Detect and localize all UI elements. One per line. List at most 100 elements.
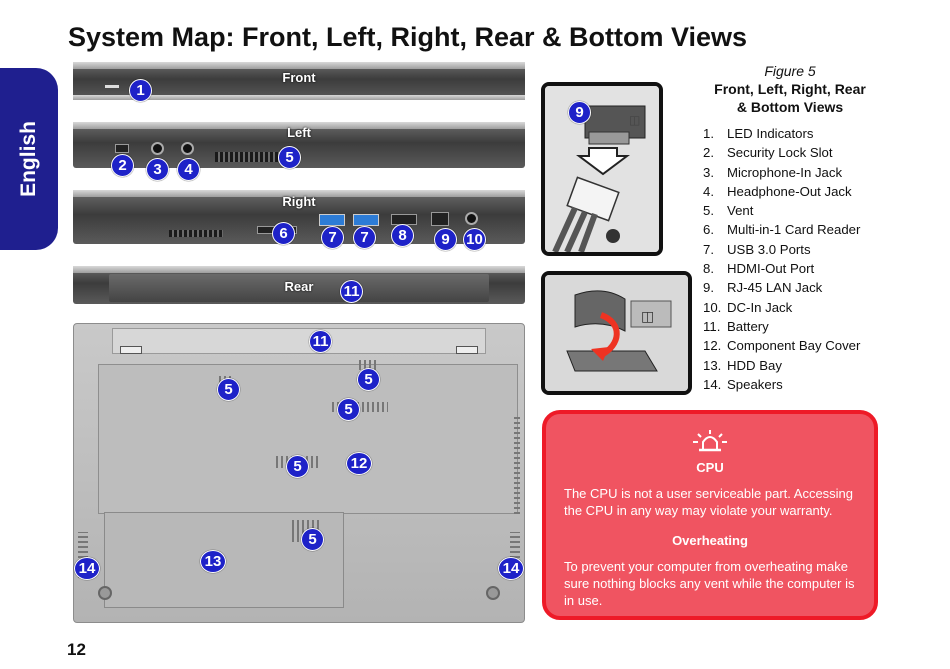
- legend-item: 14. Speakers: [703, 375, 860, 394]
- dc-in-jack: [465, 212, 478, 225]
- legend-number: 12.: [703, 338, 722, 354]
- left-vent: [215, 152, 289, 162]
- rear-view-edge: [73, 266, 525, 273]
- callout-9: 9: [568, 101, 591, 124]
- front-view-edge: [73, 95, 525, 100]
- lan-jack-inset: ◫: [541, 82, 663, 256]
- lan-jack-illustration: ◫: [545, 86, 659, 252]
- bottom-vent: [332, 402, 388, 412]
- legend-item: 2.Security Lock Slot: [703, 143, 860, 162]
- callout-11: 11: [340, 280, 363, 303]
- rubber-foot: [98, 586, 112, 600]
- lan-cover-inset: ◫: [541, 271, 692, 395]
- figure-name-line2: & Bottom Views: [736, 99, 844, 115]
- svg-text:◫: ◫: [641, 309, 654, 325]
- warning-box: CPU The CPU is not a user serviceable pa…: [542, 410, 878, 620]
- legend-number: 6.: [703, 222, 714, 238]
- legend-label: Multi-in-1 Card Reader: [727, 222, 861, 238]
- language-tab: English: [0, 68, 58, 250]
- legend-label: Security Lock Slot: [727, 145, 833, 161]
- legend-number: 1.: [703, 126, 714, 141]
- legend-number: 4.: [703, 183, 714, 199]
- battery-bay: [112, 328, 486, 354]
- warning-heading-overheating: Overheating: [672, 533, 748, 548]
- legend-item: 9. RJ-45 LAN Jack: [703, 278, 860, 297]
- warning-text-cpu: The CPU is not a user serviceable part. …: [564, 486, 854, 518]
- figure-name-line1: Front, Left, Right, Rear: [714, 81, 866, 97]
- page-title: System Map: Front, Left, Right, Rear & B…: [68, 22, 748, 52]
- callout-5: 5: [357, 368, 380, 391]
- callout-7: 7: [353, 226, 376, 249]
- front-view-label: Front: [282, 70, 316, 85]
- microphone-in-jack: [151, 142, 164, 155]
- right-view-label: Right: [282, 194, 316, 209]
- speaker-grill: [510, 532, 520, 578]
- legend-label: HDD Bay: [727, 357, 782, 373]
- right-vent: [169, 230, 223, 237]
- callout-10: 10: [463, 228, 486, 251]
- battery-latch: [456, 346, 478, 354]
- callout-5: 5: [217, 378, 240, 401]
- legend-item: 10.DC-In Jack: [703, 298, 860, 317]
- warning-text-overheating: To prevent your computer from overheatin…: [564, 559, 855, 608]
- legend-label: DC-In Jack: [727, 299, 793, 315]
- callout-5: 5: [286, 455, 309, 478]
- language-tab-label: English: [17, 121, 40, 197]
- callout-1: 1: [129, 79, 152, 102]
- figure-caption: Figure 5 Front, Left, Right, Rear & Bott…: [700, 62, 880, 116]
- legend-item: 11. Battery: [703, 317, 860, 336]
- rubber-foot: [486, 586, 500, 600]
- callout-5: 5: [278, 146, 301, 169]
- legend-number: 8.: [703, 261, 714, 277]
- alarm-warning-icon: [693, 430, 727, 452]
- legend-number: 9.: [703, 280, 714, 296]
- legend-number: 13.: [703, 357, 722, 373]
- legend-number: 5.: [703, 203, 714, 219]
- callout-8: 8: [391, 224, 414, 247]
- legend-label: Speakers: [727, 376, 783, 392]
- led-indicators: [105, 85, 119, 88]
- usb-port: [319, 214, 345, 226]
- left-view: Left: [73, 122, 525, 168]
- legend-number: 14.: [703, 376, 722, 392]
- legend-label: HDMI-Out Port: [727, 261, 815, 277]
- side-grill: [514, 414, 520, 514]
- callout-3: 3: [146, 158, 169, 181]
- svg-text:◫: ◫: [629, 113, 640, 127]
- component-bay-cover: [98, 364, 518, 514]
- legend-item: 4. Headphone-Out Jack: [703, 182, 860, 201]
- legend-item: 5. Vent: [703, 201, 860, 220]
- callout-5: 5: [301, 528, 324, 551]
- figure-number: Figure 5: [764, 63, 816, 79]
- legend-item: 3. Microphone-In Jack: [703, 163, 860, 182]
- speaker-grill: [78, 532, 88, 578]
- legend-label: USB 3.0 Ports: [727, 241, 811, 257]
- callout-12: 12: [346, 452, 372, 475]
- rear-view-label: Rear: [284, 279, 314, 294]
- legend-number: 7.: [703, 241, 714, 257]
- security-lock-slot: [115, 144, 129, 153]
- legend-label: Headphone-Out Jack: [727, 183, 852, 199]
- legend-number: 11.: [703, 318, 721, 334]
- rear-battery: [109, 274, 489, 302]
- legend-label: Battery: [727, 318, 769, 334]
- legend-number: 3.: [703, 164, 714, 180]
- legend-label: Microphone-In Jack: [727, 164, 843, 180]
- right-view-edge: [73, 190, 525, 197]
- warning-heading-cpu: CPU: [696, 460, 724, 475]
- page-number: 12: [67, 640, 86, 659]
- legend-label: Vent: [727, 203, 754, 219]
- legend-label: Component Bay Cover: [727, 338, 861, 354]
- bottom-vent: [359, 360, 377, 370]
- legend-label: RJ-45 LAN Jack: [727, 280, 823, 296]
- legend-list: 1. LED Indicators 2.Security Lock Slot 3.…: [703, 124, 860, 394]
- callout-14: 14: [74, 557, 100, 580]
- front-view-edge: [73, 62, 525, 69]
- legend-label: LED Indicators: [727, 126, 814, 141]
- rj45-lan-jack: [431, 212, 449, 226]
- legend-item: 12. Component Bay Cover: [703, 336, 860, 355]
- callout-13: 13: [200, 550, 226, 573]
- legend-item: 1. LED Indicators: [703, 124, 860, 143]
- left-view-label: Left: [287, 125, 311, 140]
- callout-6: 6: [272, 222, 295, 245]
